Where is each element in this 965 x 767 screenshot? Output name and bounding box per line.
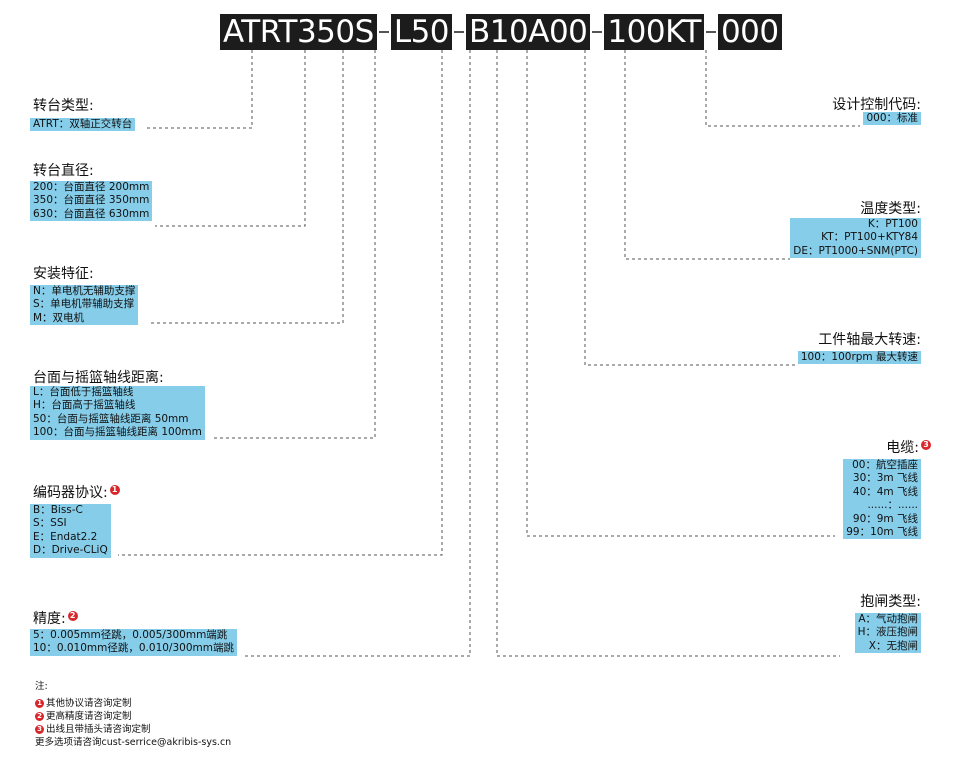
note-number-badge: 2 bbox=[35, 712, 44, 721]
option-line: ......：...... bbox=[867, 499, 918, 512]
note-number-badge: 3 bbox=[35, 725, 44, 734]
control-code-options: 000：标准 bbox=[863, 112, 921, 126]
code-separator bbox=[454, 31, 465, 33]
speed-title: 工件轴最大转速: bbox=[818, 332, 921, 348]
note-badge-1: 1 bbox=[109, 485, 120, 495]
option-line: 100：100rpm 最大转速 bbox=[800, 351, 918, 363]
connector-encoder bbox=[118, 50, 443, 556]
connector-temperature bbox=[624, 50, 790, 260]
option-line: L：台面低于摇篮轴线 bbox=[33, 386, 134, 398]
connector-distance bbox=[213, 50, 376, 439]
option-line: H：液压抱闸 bbox=[857, 626, 918, 639]
note-badge-2: 2 bbox=[67, 611, 78, 621]
option-line: 40：4m 飞线 bbox=[852, 485, 918, 498]
note-text: 更高精度请咨询定制 bbox=[46, 711, 132, 722]
contact-email[interactable]: 更多选项请咨询cust-serrice@akribis-sys.cn bbox=[35, 737, 232, 748]
option-line: 90：9m 飞线 bbox=[852, 512, 918, 525]
control-code-title: 设计控制代码: bbox=[832, 97, 921, 113]
option-line: 630：台面直径 630mm bbox=[33, 207, 150, 220]
code-segment-encoder: B10A00 bbox=[466, 14, 591, 50]
encoder-title: 编码器协议:1 bbox=[33, 485, 120, 501]
turntable-type-options: ATRT：双轴正交转台 bbox=[30, 118, 136, 132]
connector-turntable-type bbox=[145, 50, 253, 129]
code-separator bbox=[592, 31, 603, 33]
option-line: E：Endat2.2 bbox=[33, 530, 98, 543]
turntable-type-title: 转台类型: bbox=[33, 98, 94, 114]
cable-title-text: 电缆: bbox=[886, 440, 919, 456]
option-line: 350：台面直径 350mm bbox=[33, 194, 150, 207]
note-badge-3: 3 bbox=[921, 440, 931, 450]
model-code: ATRT350S L50 B10A00 100KT 000 bbox=[220, 14, 782, 50]
connector-brake bbox=[496, 50, 840, 657]
connector-diameter bbox=[155, 50, 306, 227]
option-line: 200：台面直径 200mm bbox=[33, 181, 150, 193]
option-line: S：SSI bbox=[33, 517, 67, 530]
note-text: 出线且带插头请咨询定制 bbox=[46, 724, 151, 735]
brake-title: 抱闸类型: bbox=[860, 594, 921, 610]
connector-control-code bbox=[705, 50, 860, 127]
option-line: 10：0.010mm径跳，0.010/300mm端跳 bbox=[33, 642, 234, 655]
mounting-title: 安装特征: bbox=[33, 266, 94, 282]
option-line: H：台面高于摇篮轴线 bbox=[33, 399, 136, 412]
precision-title: 精度:2 bbox=[33, 611, 78, 627]
option-line: 5：0.005mm径跳，0.005/300mm端跳 bbox=[33, 629, 228, 641]
option-line: ATRT：双轴正交转台 bbox=[33, 118, 133, 130]
option-line: 99：10m 飞线 bbox=[846, 526, 918, 539]
option-line: DE：PT1000+SNM(PTC) bbox=[793, 244, 918, 257]
connector-mounting bbox=[150, 50, 344, 324]
option-line: X：无抱闸 bbox=[868, 639, 918, 652]
note-number-badge: 1 bbox=[35, 699, 44, 708]
option-line: N：单电机无辅助支撑 bbox=[33, 285, 136, 297]
code-separator bbox=[705, 31, 716, 33]
notes-heading: 注: bbox=[35, 681, 48, 692]
option-line: S：单电机带辅助支撑 bbox=[33, 298, 135, 311]
connector-cable bbox=[526, 50, 835, 537]
option-line: D：Drive-CLiQ bbox=[33, 544, 108, 557]
connector-speed bbox=[584, 50, 795, 366]
connector-precision bbox=[243, 50, 471, 657]
option-line: K：PT100 bbox=[867, 218, 918, 230]
temperature-title: 温度类型: bbox=[860, 201, 921, 217]
note-text: 其他协议请咨询定制 bbox=[46, 698, 132, 709]
option-line: A：气动抱闸 bbox=[858, 613, 918, 625]
option-line: M：双电机 bbox=[33, 311, 85, 324]
code-segment-speed-temp: 100KT bbox=[604, 14, 704, 50]
encoder-title-text: 编码器协议: bbox=[33, 485, 108, 501]
option-line: 000：标准 bbox=[866, 112, 918, 124]
code-segment-turntable: ATRT350S bbox=[220, 14, 377, 50]
option-line: B：Biss-C bbox=[33, 504, 83, 516]
cable-title: 电缆:3 bbox=[886, 440, 931, 456]
option-line: 50：台面与摇篮轴线距离 50mm bbox=[33, 412, 189, 425]
precision-title-text: 精度: bbox=[33, 611, 66, 627]
code-separator bbox=[378, 31, 389, 33]
option-line: 100：台面与摇篮轴线距离 100mm bbox=[33, 426, 202, 439]
code-segment-control: 000 bbox=[717, 14, 782, 50]
distance-title: 台面与摇篮轴线距离: bbox=[33, 370, 164, 386]
code-segment-distance: L50 bbox=[390, 14, 453, 50]
diameter-title: 转台直径: bbox=[33, 163, 94, 179]
option-line: 30：3m 飞线 bbox=[852, 472, 918, 485]
option-line: KT：PT100+KTY84 bbox=[821, 231, 918, 244]
option-line: 00：航空插座 bbox=[852, 459, 918, 471]
speed-options: 100：100rpm 最大转速 bbox=[797, 351, 921, 365]
